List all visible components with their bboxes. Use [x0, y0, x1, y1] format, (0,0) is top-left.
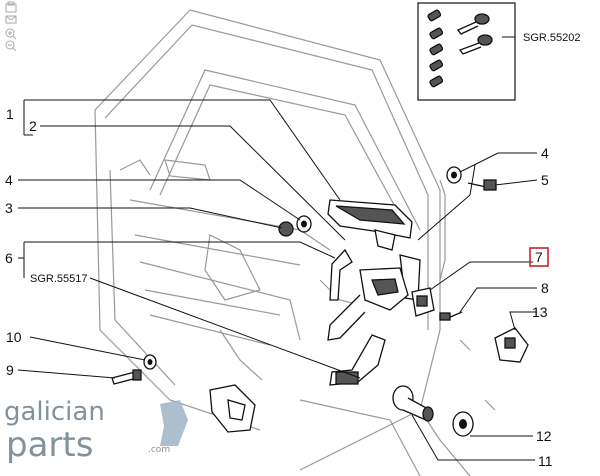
- watermark-line1: galician: [4, 397, 105, 427]
- clip-part: [209, 384, 256, 433]
- washer-12: [452, 411, 474, 437]
- callout-6[interactable]: 6: [5, 250, 13, 266]
- washer-4-left: [296, 215, 312, 233]
- lock-mechanism: [327, 267, 409, 341]
- callout-4-left[interactable]: 4: [5, 172, 13, 188]
- door-outline: [94, 9, 496, 476]
- callout-3[interactable]: 3: [5, 200, 13, 216]
- callout-7[interactable]: 7: [535, 249, 543, 265]
- screw-9: [111, 369, 142, 385]
- watermark-logo: galician parts .com: [4, 397, 188, 465]
- watermark-suffix: .com: [148, 445, 170, 455]
- diagram-toolbar: [5, 1, 17, 52]
- callout-8[interactable]: 8: [541, 280, 549, 296]
- washer-10: [143, 354, 157, 370]
- watermark-line2: parts: [6, 425, 93, 465]
- bolt-icon: [427, 9, 444, 88]
- lock-actuator-part: [411, 287, 435, 317]
- callout-10[interactable]: 10: [6, 329, 22, 345]
- nut-3: [278, 221, 294, 237]
- key-icon: [456, 13, 493, 55]
- door-handle-assembly: [327, 199, 413, 251]
- ref-sgr-top[interactable]: SGR.55202: [523, 32, 580, 44]
- callout-9[interactable]: 9: [6, 362, 14, 378]
- email-icon[interactable]: [5, 15, 17, 24]
- callout-13[interactable]: 13: [532, 304, 548, 320]
- leader-lines: [17, 36, 538, 461]
- screw-8: [439, 311, 463, 321]
- zoom-out-icon[interactable]: [5, 40, 17, 52]
- map-shape-icon: [160, 400, 188, 446]
- fastener-inset-box: [417, 2, 516, 101]
- callout-5[interactable]: 5: [541, 172, 549, 188]
- ref-sgr-left[interactable]: SGR.55517: [30, 273, 87, 285]
- callout-1[interactable]: 1: [6, 106, 14, 122]
- bushing-11: [392, 385, 434, 422]
- selected-part-highlight[interactable]: [529, 247, 549, 267]
- washer-4-top: [446, 166, 462, 184]
- print-icon[interactable]: [5, 1, 17, 13]
- zoom-in-icon[interactable]: [5, 28, 17, 40]
- callout-11[interactable]: 11: [538, 453, 553, 469]
- callout-2[interactable]: 2: [29, 118, 37, 134]
- striker-plate-13: [494, 327, 529, 363]
- callout-12[interactable]: 12: [536, 428, 552, 444]
- callout-4-right[interactable]: 4: [541, 145, 549, 161]
